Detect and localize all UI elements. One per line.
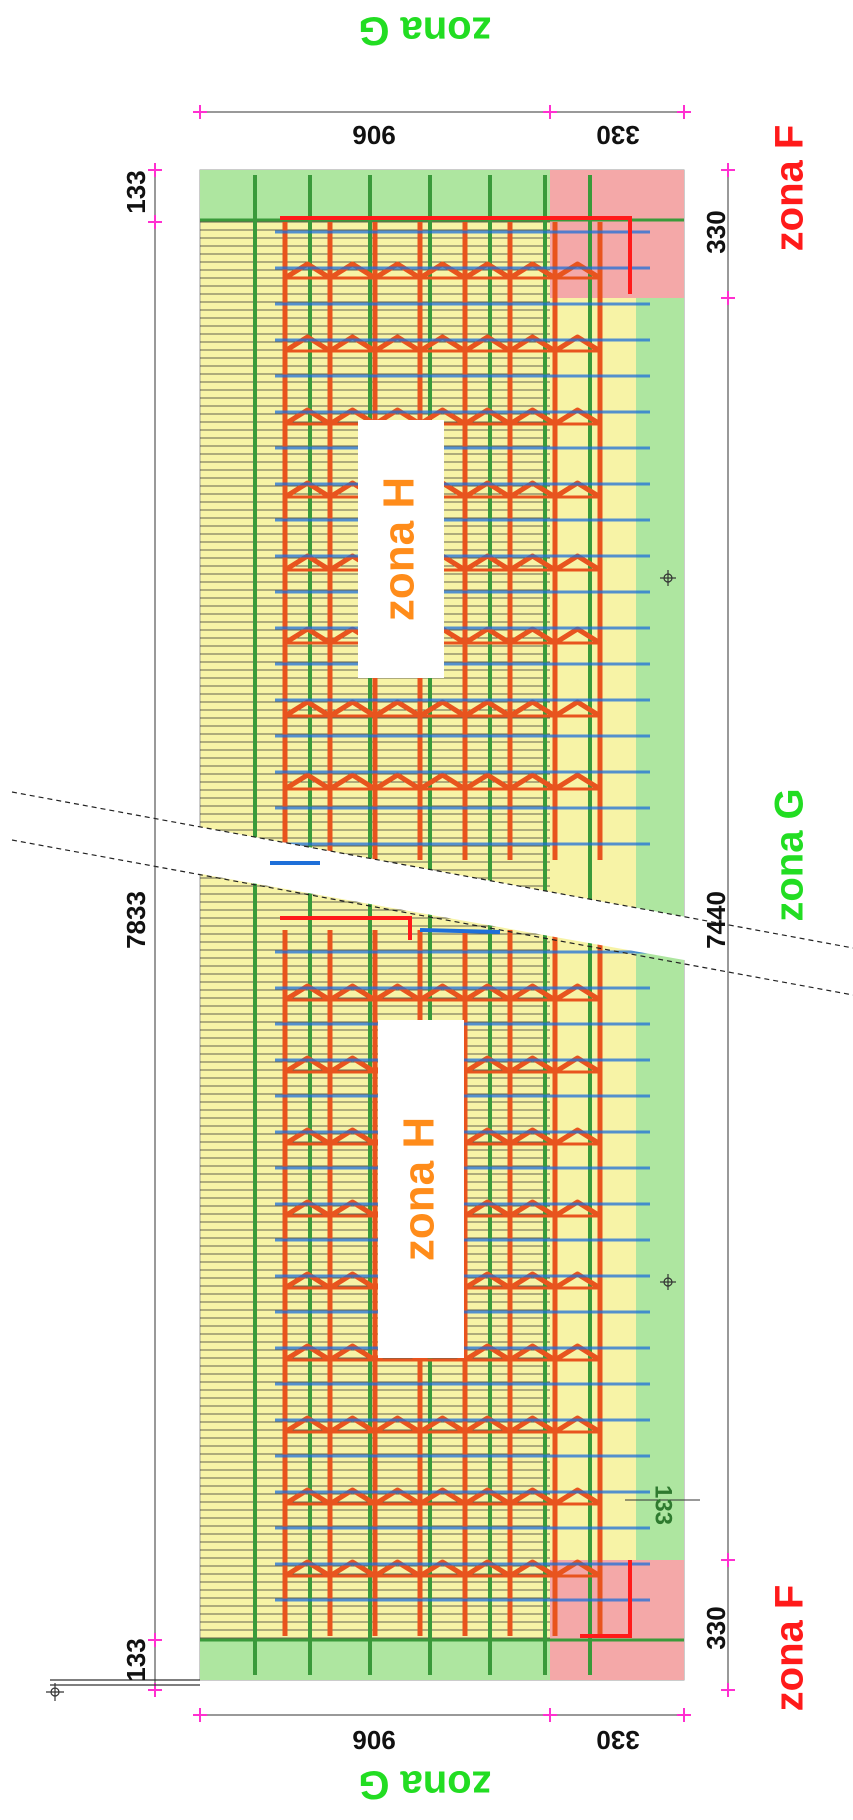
- zone-f-label-top: zona F: [768, 125, 812, 252]
- red-outline-top: [280, 216, 632, 294]
- dim-end-bottom: 330: [701, 1606, 731, 1649]
- zone-g-label-top: zona G: [358, 8, 491, 52]
- dimension-marker: [721, 163, 735, 177]
- dim-width-bottom-edge: 330: [596, 1725, 639, 1755]
- red-outline-bottom: [580, 1560, 632, 1638]
- dimension-marker: [148, 1633, 162, 1647]
- dimension-marker: [193, 1708, 207, 1722]
- dimension-marker: [193, 105, 207, 119]
- zone-h-label-bottom: zona H: [395, 1117, 444, 1261]
- crosshairs: [46, 570, 676, 1701]
- truss-chevron-row: [283, 334, 602, 354]
- red-outline-mid-bottom: [280, 916, 412, 940]
- zone-g-label-right: zona G: [768, 788, 812, 921]
- truss-chevron-row: [283, 983, 602, 1003]
- dimension-marker: [677, 1708, 691, 1722]
- break-line-1: [11, 791, 853, 949]
- break-band-fill: [190, 825, 853, 990]
- dim-inner-length: 7440: [701, 891, 731, 949]
- truss-chevron-row: [283, 1487, 602, 1507]
- dimension-marker: [721, 1683, 735, 1697]
- truss-chevron-row: [283, 1415, 602, 1435]
- truss-chevron-row: [283, 772, 602, 792]
- dimension-marker: [543, 1708, 557, 1722]
- dim-overall-length: 7833: [121, 891, 151, 949]
- zone-h-label-top: zona H: [375, 477, 424, 621]
- crosshair-3: [46, 1683, 64, 1701]
- dim-edge-inner: 133: [650, 1485, 677, 1525]
- dim-end-top: 330: [701, 210, 731, 253]
- corner-bracket: [50, 1679, 200, 1686]
- zone-g-top: [200, 170, 550, 220]
- truss-chevron-row: [283, 407, 602, 427]
- dim-edge-top: 133: [121, 170, 151, 213]
- zone-f-label-bottom: zona F: [768, 1585, 812, 1712]
- break-band: [11, 791, 853, 996]
- truss-chevron-row: [283, 261, 602, 281]
- break-line-2: [11, 839, 853, 996]
- dimension-marker: [721, 1553, 735, 1567]
- zone-f-bottom: [550, 1560, 684, 1680]
- dimension-marker: [677, 105, 691, 119]
- crosshair-1: [660, 570, 676, 586]
- dim-width-top-main: 906: [352, 120, 395, 150]
- dim-edge-bottom: 133: [121, 1638, 151, 1681]
- dimension-marker: [543, 105, 557, 119]
- zone-g-label-bottom: zona G: [358, 1762, 491, 1806]
- dimension-marker: [148, 163, 162, 177]
- dimension-markers: [148, 105, 735, 1722]
- zone-h-label-box-top: [358, 420, 444, 678]
- dimension-lines: [154, 111, 729, 1716]
- zone-h-label-box-bottom: [378, 1020, 464, 1358]
- zone-g-bottom: [200, 1640, 550, 1680]
- truss-chevron-row: [283, 1559, 602, 1579]
- dimension-marker: [148, 215, 162, 229]
- dimension-marker: [721, 291, 735, 305]
- crosshair-2: [660, 1274, 676, 1290]
- dim-width-bottom-main: 906: [352, 1725, 395, 1755]
- dim-width-top-edge: 330: [596, 120, 639, 150]
- blue-stub-lower: [419, 928, 501, 934]
- truss-chevron-row: [283, 699, 602, 719]
